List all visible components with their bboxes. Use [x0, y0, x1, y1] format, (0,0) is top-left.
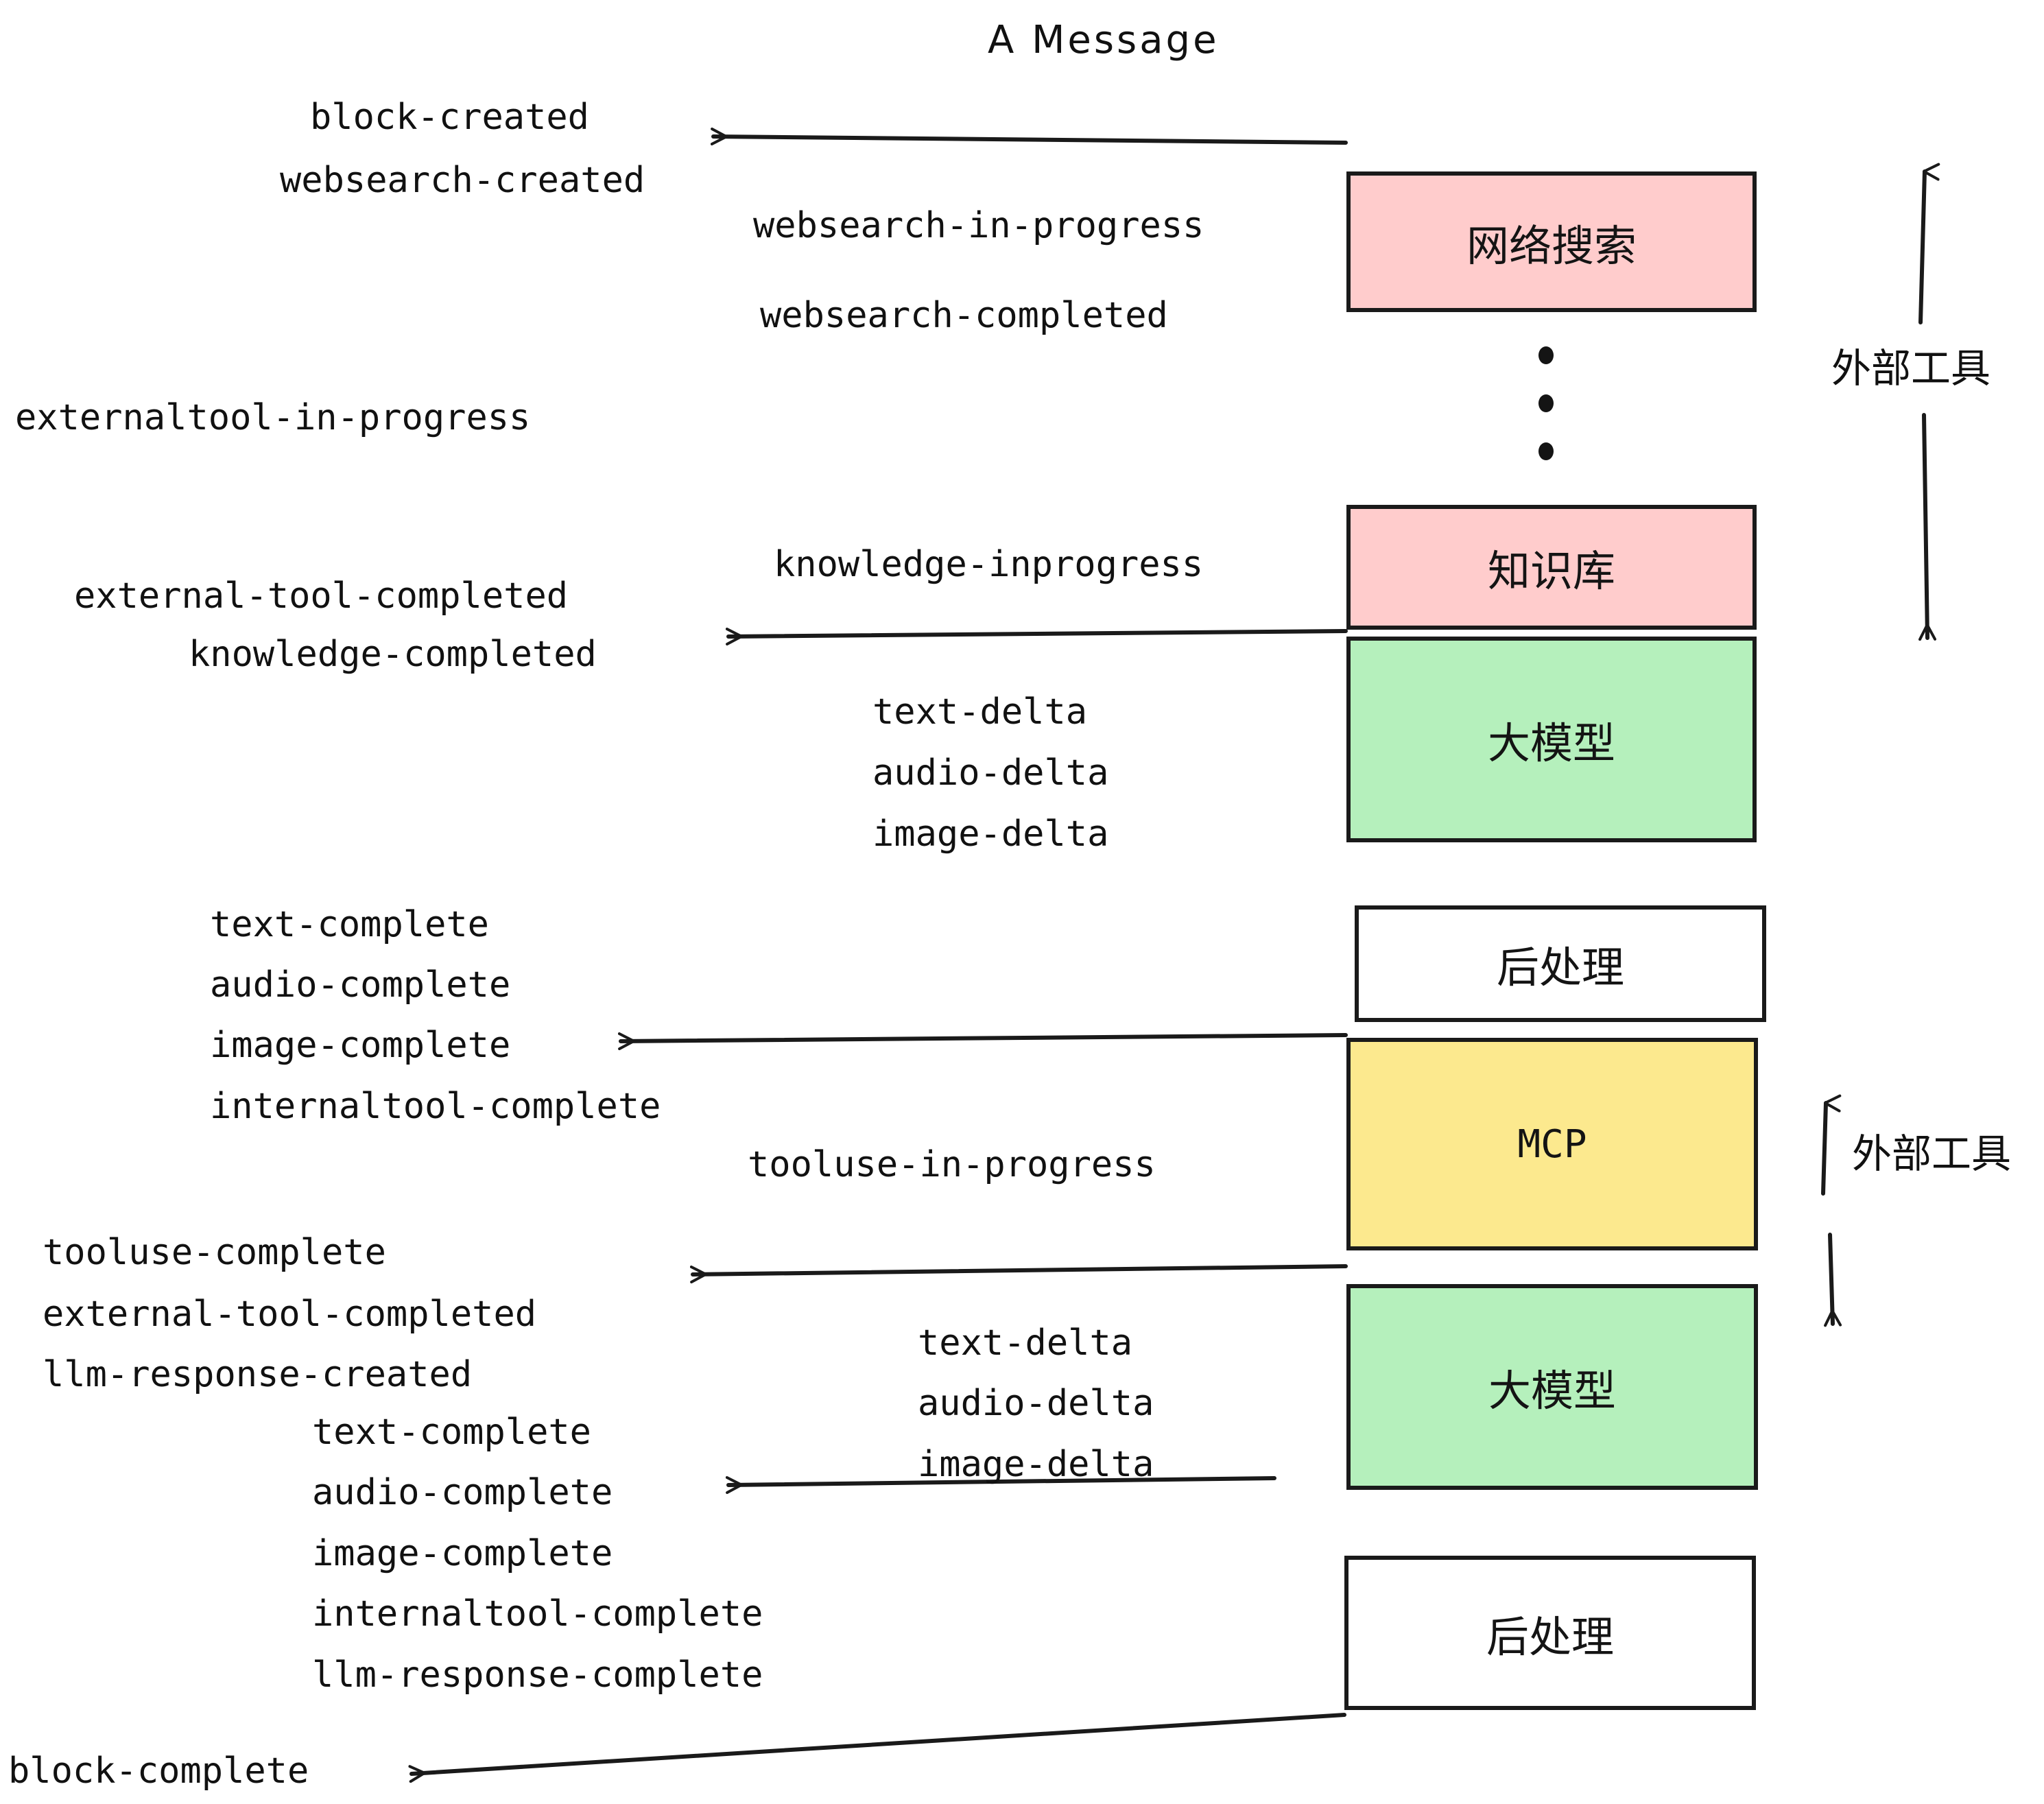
node-postprocess-2-label: 后处理 [1486, 1611, 1614, 1662]
ellipsis-dot-3 [1538, 442, 1554, 460]
annotation-external-tool-bottom: 外部工具 [1852, 1130, 2012, 1177]
ellipsis-dot-1 [1538, 346, 1554, 364]
event-text-delta-2: text-delta [918, 1322, 1133, 1364]
node-mcp-label: MCP [1517, 1121, 1587, 1167]
event-llm-response-created: llm-response-created [43, 1354, 473, 1395]
node-mcp[interactable]: MCP [1346, 1038, 1758, 1250]
arrow-external-tool-span-top-down [1918, 413, 1937, 641]
event-text-complete-2: text-complete [312, 1412, 591, 1453]
event-tooluse-in-progress: tooluse-in-progress [748, 1144, 1156, 1185]
node-postprocess-1[interactable]: 后处理 [1355, 905, 1766, 1022]
event-tooluse-complete: tooluse-complete [43, 1232, 386, 1273]
event-image-complete-2: image-complete [312, 1533, 613, 1574]
node-websearch[interactable]: 网络搜索 [1346, 171, 1757, 312]
event-external-tool-completed-2: external-tool-completed [43, 1294, 537, 1335]
node-websearch-label: 网络搜索 [1466, 220, 1637, 271]
arrow-external-tool-span-bottom-down [1824, 1233, 1842, 1327]
event-audio-delta-2: audio-delta [918, 1383, 1154, 1424]
event-websearch-in-progress: websearch-in-progress [753, 205, 1204, 246]
node-knowledge-base[interactable]: 知识库 [1346, 505, 1757, 630]
arrow-mcp-to-tooluse-complete [689, 1264, 1348, 1284]
event-image-delta-2: image-delta [918, 1444, 1154, 1485]
event-audio-delta-1: audio-delta [872, 752, 1109, 794]
node-llm-1[interactable]: 大模型 [1346, 637, 1757, 842]
event-block-created: block-created [310, 97, 589, 138]
event-llm-response-complete: llm-response-complete [312, 1654, 763, 1696]
node-llm-1-label: 大模型 [1487, 718, 1615, 768]
node-llm-2-label: 大模型 [1488, 1366, 1616, 1416]
arrow-knowledge-to-completed [725, 628, 1348, 646]
event-knowledge-inprogress: knowledge-inprogress [774, 544, 1204, 585]
event-websearch-created: websearch-created [280, 160, 645, 201]
event-externaltool-in-progress: externaltool-in-progress [15, 397, 531, 438]
event-image-complete-1: image-complete [210, 1025, 511, 1066]
ellipsis-dot-2 [1538, 394, 1554, 412]
event-audio-complete-1: audio-complete [210, 964, 511, 1006]
event-internaltool-complete-1: internaltool-complete [210, 1086, 661, 1127]
arrow-postprocess-to-blockcomplete [408, 1713, 1346, 1783]
event-text-complete-1: text-complete [210, 904, 489, 945]
arrow-websearch-to-blockcreated [710, 127, 1348, 145]
node-knowledge-base-label: 知识库 [1487, 546, 1615, 596]
event-external-tool-completed-1: external-tool-completed [74, 575, 569, 617]
diagram-title: A Message [988, 18, 1220, 62]
node-llm-2[interactable]: 大模型 [1346, 1284, 1758, 1490]
event-websearch-completed: websearch-completed [760, 295, 1168, 336]
event-text-delta-1: text-delta [872, 691, 1088, 733]
event-block-complete: block-complete [8, 1750, 309, 1792]
node-postprocess-2[interactable]: 后处理 [1344, 1556, 1756, 1710]
event-image-delta-1: image-delta [872, 814, 1109, 855]
arrow-external-tool-span-bottom-up [1821, 1094, 1842, 1196]
annotation-external-tool-top: 外部工具 [1831, 345, 1991, 392]
node-postprocess-1-label: 后处理 [1496, 942, 1624, 993]
arrow-external-tool-span-top-up [1918, 163, 1940, 324]
event-internaltool-complete-2: internaltool-complete [312, 1593, 763, 1635]
arrow-postprocess-to-imagecomplete [617, 1032, 1348, 1051]
event-audio-complete-2: audio-complete [312, 1472, 613, 1513]
event-knowledge-completed: knowledge-completed [189, 634, 597, 675]
